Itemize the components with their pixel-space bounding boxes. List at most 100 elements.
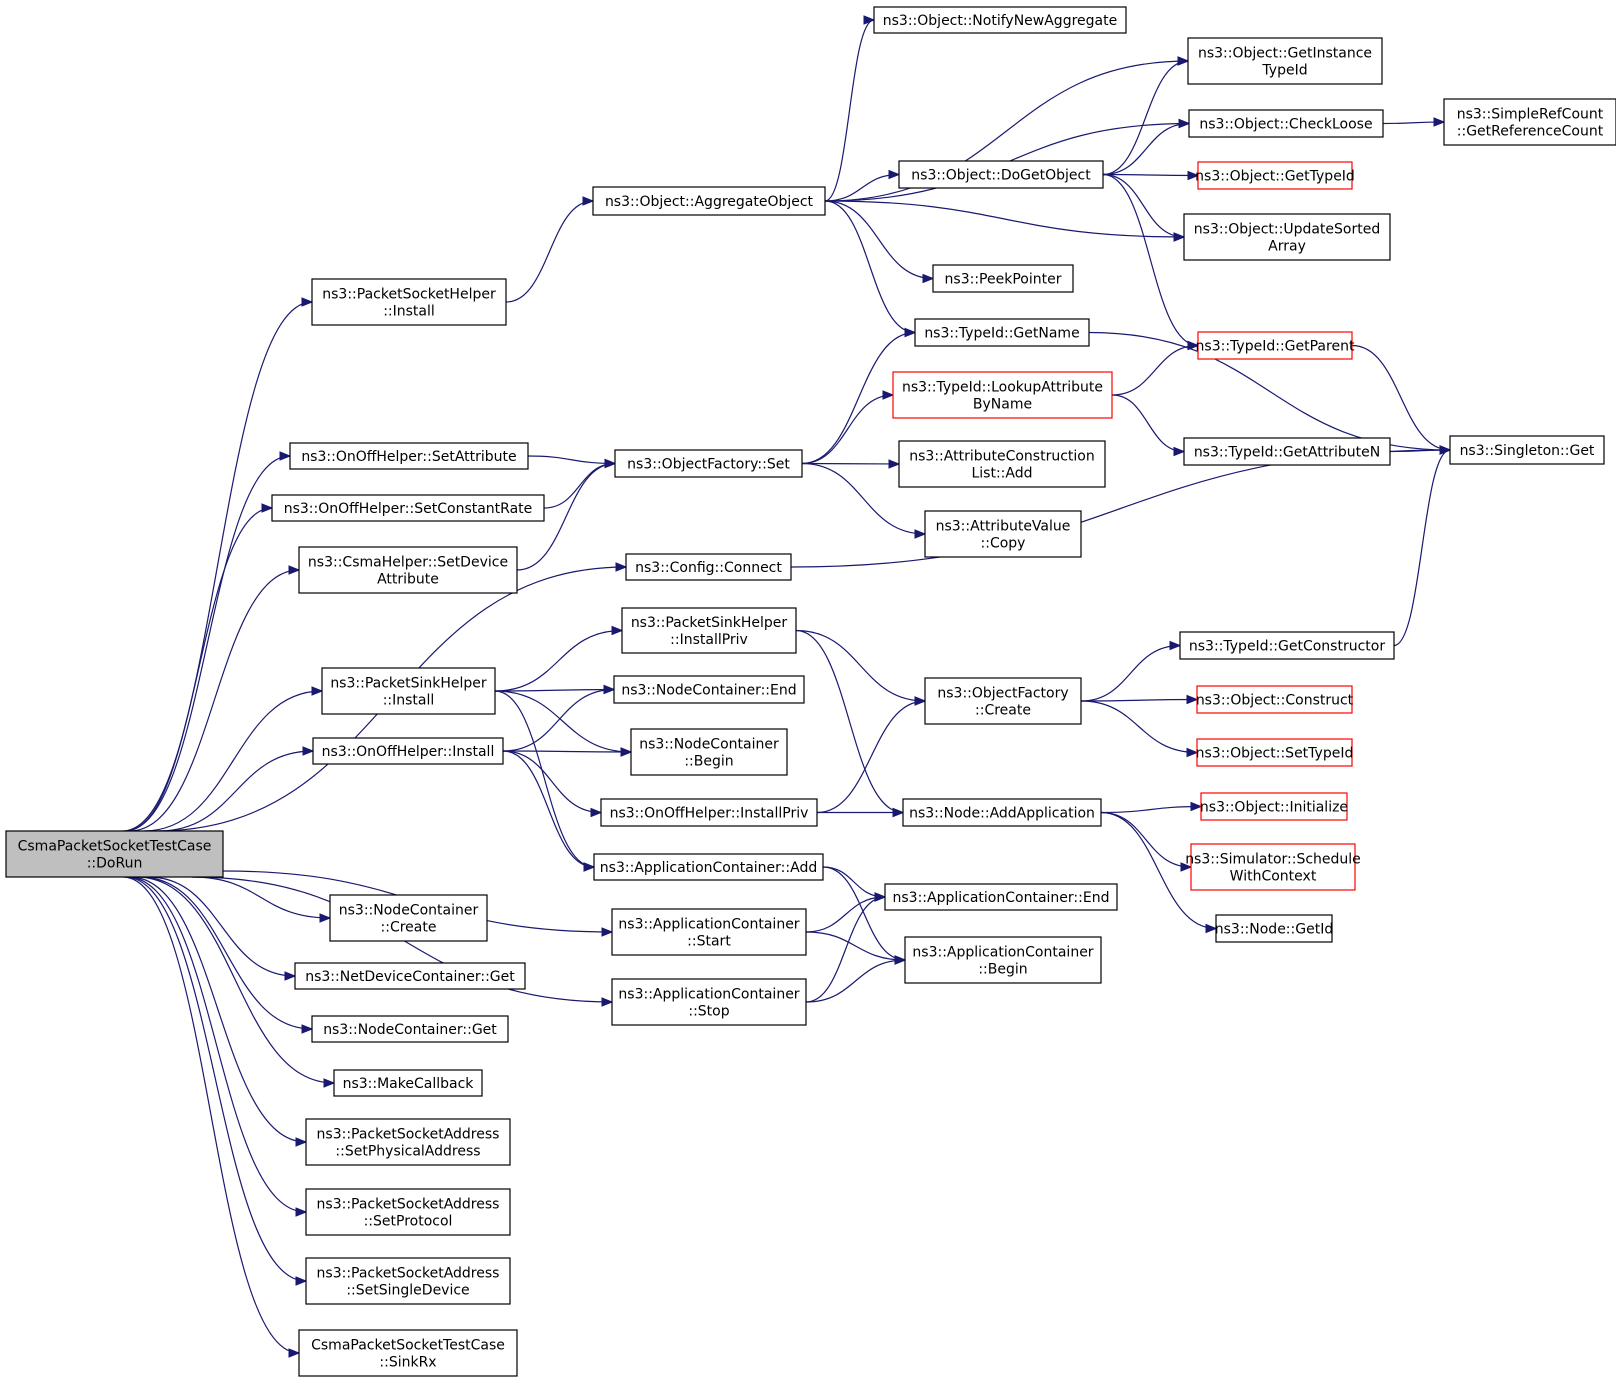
node-box-ac_begin[interactable] <box>904 936 1102 984</box>
node-nc_end[interactable]: ns3::NodeContainer::End <box>613 675 805 704</box>
node-obj_notify[interactable]: ns3::Object::NotifyNewAggregate <box>873 6 1127 34</box>
node-box-root[interactable] <box>5 830 224 878</box>
node-box-cfg_connect[interactable] <box>625 553 792 581</box>
node-box-nc_create[interactable] <box>329 894 488 942</box>
node-box-obj_checkloose[interactable] <box>1188 109 1384 138</box>
node-box-singleton_get[interactable] <box>1449 435 1605 465</box>
node-onoff_install[interactable]: ns3::OnOffHelper::Install <box>312 737 504 765</box>
node-box-sim_schedule[interactable] <box>1190 843 1356 891</box>
node-box-sinkrx[interactable] <box>298 1329 518 1377</box>
node-box-obj_initialize[interactable] <box>1200 792 1348 821</box>
node-box-obj_getinstance[interactable] <box>1187 37 1383 85</box>
node-tid_getattrn[interactable]: ns3::TypeId::GetAttributeN <box>1183 437 1391 466</box>
node-box-nc_end[interactable] <box>613 675 805 704</box>
node-obj_dogetobject[interactable]: ns3::Object::DoGetObject <box>898 160 1104 189</box>
node-box-node_addapp[interactable] <box>902 798 1102 827</box>
node-box-tid_getattrn[interactable] <box>1183 437 1391 466</box>
node-makecb[interactable]: ns3::MakeCallback <box>333 1069 483 1097</box>
node-box-av_copy[interactable] <box>924 510 1082 558</box>
node-box-makecb[interactable] <box>333 1069 483 1097</box>
node-onoff_setattr[interactable]: ns3::OnOffHelper::SetAttribute <box>289 442 529 470</box>
node-onoff_setrate[interactable]: ns3::OnOffHelper::SetConstantRate <box>271 494 545 522</box>
node-sinkrx[interactable]: CsmaPacketSocketTestCase::SinkRx <box>298 1329 518 1377</box>
node-box-onoff_install[interactable] <box>312 737 504 765</box>
node-box-ac_stop[interactable] <box>611 978 807 1026</box>
node-ac_begin[interactable]: ns3::ApplicationContainer::Begin <box>904 936 1102 984</box>
node-box-tid_getparent[interactable] <box>1197 331 1353 360</box>
node-box-ac_end[interactable] <box>884 883 1118 911</box>
node-box-csma_setdev[interactable] <box>298 546 518 594</box>
node-box-obj_construct[interactable] <box>1196 685 1353 714</box>
node-psa_setsingle[interactable]: ns3::PacketSocketAddress::SetSingleDevic… <box>305 1257 511 1305</box>
node-ac_stop[interactable]: ns3::ApplicationContainer::Stop <box>611 978 807 1026</box>
node-tid_getparent[interactable]: ns3::TypeId::GetParent <box>1196 331 1355 360</box>
node-box-of_set[interactable] <box>614 449 803 478</box>
node-box-peekpointer[interactable] <box>932 264 1074 293</box>
node-box-ac_start[interactable] <box>611 908 807 956</box>
node-node_getid[interactable]: ns3::Node::GetId <box>1215 914 1333 943</box>
node-box-obj_notify[interactable] <box>873 6 1127 34</box>
node-psa_setproto[interactable]: ns3::PacketSocketAddress::SetProtocol <box>305 1188 511 1236</box>
node-box-acl_add[interactable] <box>898 440 1106 488</box>
node-obj_initialize[interactable]: ns3::Object::Initialize <box>1200 792 1348 821</box>
node-box-onoff_setrate[interactable] <box>271 494 545 522</box>
node-ac_add[interactable]: ns3::ApplicationContainer::Add <box>593 853 824 881</box>
node-box-src_getrefcount[interactable] <box>1443 98 1616 146</box>
node-psink_install[interactable]: ns3::PacketSinkHelper::Install <box>321 667 496 715</box>
node-box-obj_updatesorted[interactable] <box>1183 213 1391 261</box>
node-av_copy[interactable]: ns3::AttributeValue::Copy <box>924 510 1082 558</box>
node-box-onoff_installpriv[interactable] <box>600 798 818 827</box>
node-of_set[interactable]: ns3::ObjectFactory::Set <box>614 449 803 478</box>
node-box-psink_installpriv[interactable] <box>621 607 797 654</box>
node-box-nc_begin[interactable] <box>630 728 788 776</box>
node-box-node_getid[interactable] <box>1215 914 1333 943</box>
node-box-psink_install[interactable] <box>321 667 496 715</box>
node-ac_end[interactable]: ns3::ApplicationContainer::End <box>884 883 1118 911</box>
node-root[interactable]: CsmaPacketSocketTestCase::DoRun <box>5 830 224 878</box>
node-src_getrefcount[interactable]: ns3::SimpleRefCount::GetReferenceCount <box>1443 98 1616 146</box>
node-box-of_create[interactable] <box>924 677 1082 725</box>
node-psh_install[interactable]: ns3::PacketSocketHelper::Install <box>311 278 507 326</box>
node-nc_get[interactable]: ns3::NodeContainer::Get <box>311 1015 509 1043</box>
node-box-nc_get[interactable] <box>311 1015 509 1043</box>
node-obj_checkloose[interactable]: ns3::Object::CheckLoose <box>1188 109 1384 138</box>
node-box-obj_gettypeid[interactable] <box>1197 161 1353 190</box>
node-box-psa_setphys[interactable] <box>305 1118 511 1166</box>
node-node_addapp[interactable]: ns3::Node::AddApplication <box>902 798 1102 827</box>
node-box-psa_setproto[interactable] <box>305 1188 511 1236</box>
node-psink_installpriv[interactable]: ns3::PacketSinkHelper::InstallPriv <box>621 607 797 654</box>
node-box-obj_aggregate[interactable] <box>592 186 826 216</box>
node-ac_start[interactable]: ns3::ApplicationContainer::Start <box>611 908 807 956</box>
node-tid_getname[interactable]: ns3::TypeId::GetName <box>914 318 1090 347</box>
node-psa_setphys[interactable]: ns3::PacketSocketAddress::SetPhysicalAdd… <box>305 1118 511 1166</box>
node-nc_begin[interactable]: ns3::NodeContainer::Begin <box>630 728 788 776</box>
node-box-tid_getname[interactable] <box>914 318 1090 347</box>
node-box-ndc_get[interactable] <box>294 962 526 990</box>
node-peekpointer[interactable]: ns3::PeekPointer <box>932 264 1074 293</box>
node-box-obj_settypeid[interactable] <box>1196 738 1353 767</box>
node-obj_settypeid[interactable]: ns3::Object::SetTypeId <box>1196 738 1354 767</box>
node-ndc_get[interactable]: ns3::NetDeviceContainer::Get <box>294 962 526 990</box>
node-nc_create[interactable]: ns3::NodeContainer::Create <box>329 894 488 942</box>
node-obj_aggregate[interactable]: ns3::Object::AggregateObject <box>592 186 826 216</box>
node-box-tid_getctor[interactable] <box>1179 631 1395 660</box>
node-tid_getctor[interactable]: ns3::TypeId::GetConstructor <box>1179 631 1395 660</box>
node-obj_gettypeid[interactable]: ns3::Object::GetTypeId <box>1195 161 1355 190</box>
node-box-ac_add[interactable] <box>593 853 824 881</box>
node-singleton_get[interactable]: ns3::Singleton::Get <box>1449 435 1605 465</box>
node-obj_construct[interactable]: ns3::Object::Construct <box>1196 685 1354 714</box>
node-box-tid_lookup[interactable] <box>892 371 1113 419</box>
node-box-obj_dogetobject[interactable] <box>898 160 1104 189</box>
node-onoff_installpriv[interactable]: ns3::OnOffHelper::InstallPriv <box>600 798 818 827</box>
node-box-psa_setsingle[interactable] <box>305 1257 511 1305</box>
node-cfg_connect[interactable]: ns3::Config::Connect <box>625 553 792 581</box>
node-box-onoff_setattr[interactable] <box>289 442 529 470</box>
node-box-psh_install[interactable] <box>311 278 507 326</box>
node-of_create[interactable]: ns3::ObjectFactory::Create <box>924 677 1082 725</box>
